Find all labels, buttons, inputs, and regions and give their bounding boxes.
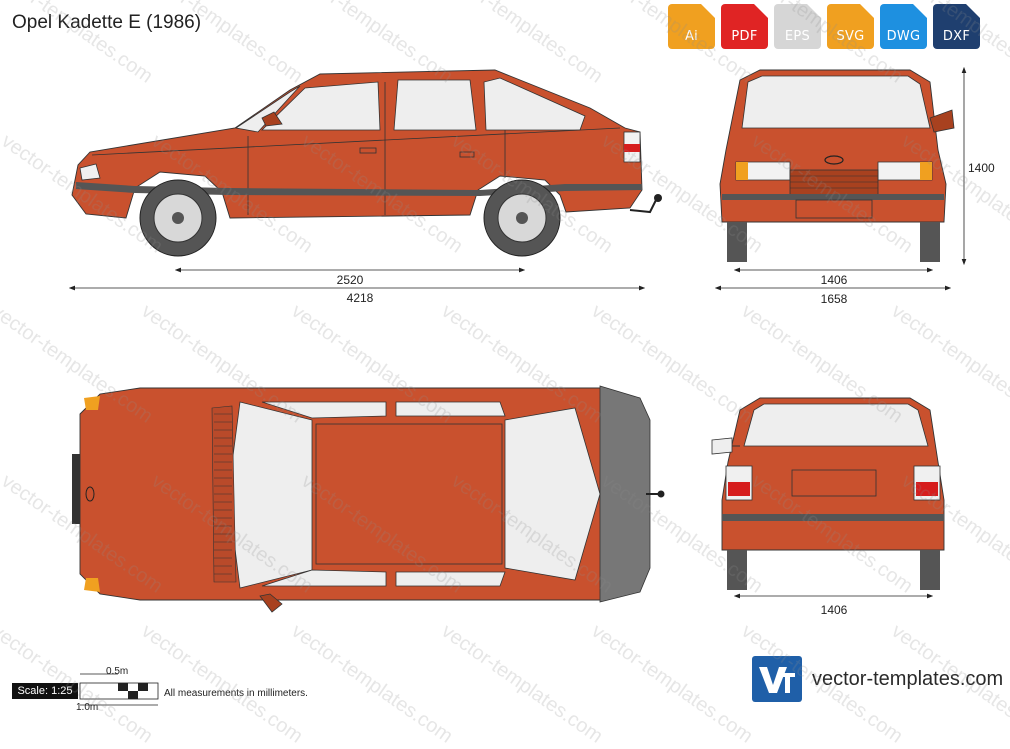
top-rear-window <box>504 407 601 581</box>
rear-wheel <box>483 179 561 257</box>
rear-bumper-strip <box>722 514 944 521</box>
front-bumper-strip <box>722 194 944 200</box>
brand-text: vector-templates.com <box>812 667 1004 690</box>
rear-taillight-right-red <box>916 482 938 496</box>
beltline <box>91 127 621 156</box>
dwg-file-icon: DWG <box>886 29 921 44</box>
wheelbase-label: 2520 <box>337 273 364 287</box>
top-side-window-left-front <box>261 401 387 419</box>
side-window-quarter <box>483 77 586 131</box>
ai-file-icon: Ai <box>684 29 699 44</box>
format-eps-button[interactable]: EPS <box>774 4 821 49</box>
opel-logo <box>824 155 844 165</box>
width-label: 1658 <box>821 292 848 306</box>
windshield-edge <box>234 85 301 133</box>
side-window-front <box>261 81 381 131</box>
rear-view-mirror <box>711 437 733 455</box>
tow-hitch <box>629 199 657 214</box>
measurement-note: All measurements in millimeters. <box>164 688 308 699</box>
front-tire-left <box>727 222 747 262</box>
rear-tire-left <box>727 550 747 590</box>
car-blueprint: 2520 4218 1406 1658 1400 <box>68 66 995 706</box>
side-mirror <box>261 111 283 127</box>
front-wheel <box>139 179 217 257</box>
top-opel-logo <box>85 486 95 502</box>
roof <box>315 423 503 565</box>
rear-window <box>743 403 929 447</box>
rear-taillight-left-red <box>728 482 750 496</box>
top-windshield <box>227 401 313 589</box>
scale-bar <box>79 673 159 706</box>
front-tire-right <box>920 222 940 262</box>
grille-slats <box>790 175 878 189</box>
eps-file-icon: EPS <box>784 29 811 44</box>
cowl-vent-slats <box>214 413 232 575</box>
top-side-window-right-rear <box>395 571 506 587</box>
scale-half-meter: 0.5m <box>106 666 129 677</box>
front-grille-top <box>72 454 80 524</box>
brand-logo-link[interactable]: vector-templates.com <box>752 656 1003 702</box>
scale-one-meter: 1.0m <box>76 702 99 713</box>
front-mirror <box>929 109 955 133</box>
headlight <box>79 163 101 181</box>
tow-ball <box>654 194 662 202</box>
door-handle <box>359 147 377 154</box>
front-track-label: 1406 <box>821 273 848 287</box>
rear-track-label: 1406 <box>821 603 848 617</box>
windshield <box>741 75 931 129</box>
indicator-left <box>736 162 748 180</box>
format-ai-button[interactable]: Ai <box>668 4 715 49</box>
grille <box>789 169 879 197</box>
top-view <box>72 385 665 613</box>
taillight-red <box>624 144 640 152</box>
rear-view: 1406 <box>711 397 945 617</box>
front-plate <box>795 199 873 219</box>
rear-bumper-top <box>599 385 651 603</box>
side-window-rear <box>393 79 477 131</box>
top-indicator-right <box>84 578 100 592</box>
side-view: 2520 4218 <box>68 69 662 305</box>
dxf-file-icon: DXF <box>942 29 971 44</box>
rear-plate <box>791 469 877 497</box>
vt-logo-icon <box>752 656 802 702</box>
format-svg-button[interactable]: SVG <box>827 4 874 49</box>
format-pdf-button[interactable]: PDF <box>721 4 768 49</box>
top-tow-ball <box>657 490 665 498</box>
top-indicator-left <box>84 396 100 410</box>
format-dxf-button[interactable]: DXF <box>933 4 980 49</box>
pdf-file-icon: PDF <box>731 29 758 44</box>
indicator-right <box>920 162 932 180</box>
page-title: Opel Kadette E (1986) <box>12 12 202 33</box>
svg-file-icon: SVG <box>836 29 865 44</box>
top-side-window-left-rear <box>395 401 506 417</box>
front-view: 1406 1658 1400 <box>714 66 995 306</box>
door-handle <box>459 151 475 158</box>
height-label: 1400 <box>968 161 995 175</box>
length-label: 4218 <box>347 291 374 305</box>
top-mirror <box>259 593 283 613</box>
scale-label: Scale: 1:25 <box>12 683 78 699</box>
top-side-window-right-front <box>261 569 387 587</box>
rear-tire-right <box>920 550 940 590</box>
format-buttons: Ai PDF EPS SVG DWG DXF <box>668 4 980 49</box>
format-dwg-button[interactable]: DWG <box>880 4 927 49</box>
